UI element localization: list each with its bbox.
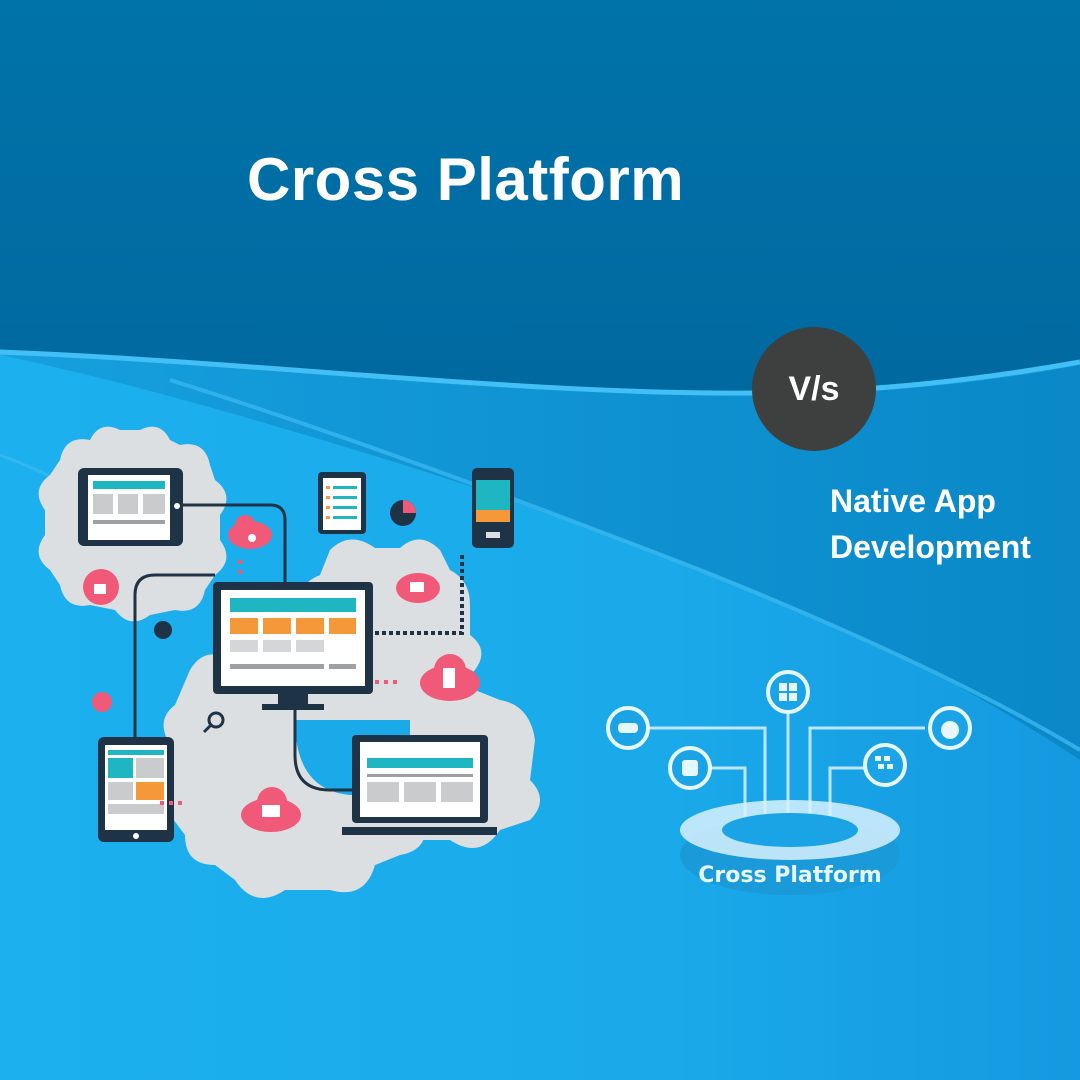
platform-label: Cross Platform xyxy=(698,863,881,888)
clipboard-device xyxy=(318,472,366,534)
chat-mail-badge xyxy=(396,573,440,603)
cloud-mobile-badge xyxy=(420,654,480,701)
cloud-users-badge xyxy=(241,787,301,832)
native-line-1: Native App xyxy=(830,483,996,519)
blackberry-icon xyxy=(863,743,907,787)
devices-illustration xyxy=(38,426,540,898)
laptop-device xyxy=(342,735,497,835)
pie-chart-icon-3 xyxy=(154,621,172,639)
smartphone-device xyxy=(472,468,514,548)
lock-badge xyxy=(83,569,119,605)
cloud-gear-badge xyxy=(228,515,272,549)
tablet-device-1 xyxy=(78,468,183,546)
tablet-device-2 xyxy=(98,737,174,842)
cross-platform-diagram: Cross Platform xyxy=(606,670,972,895)
native-app-heading: Native App Development xyxy=(830,478,1031,570)
native-line-2: Development xyxy=(830,529,1031,565)
vs-badge: V/s xyxy=(752,327,876,451)
search-icon xyxy=(202,711,225,734)
windows-icon xyxy=(766,670,810,714)
vs-label: V/s xyxy=(788,369,840,408)
desktop-monitor-device xyxy=(213,582,373,710)
pie-chart-icon-1 xyxy=(390,500,416,526)
page-title: Cross Platform xyxy=(247,146,685,213)
pie-chart-icon-2 xyxy=(92,692,112,712)
